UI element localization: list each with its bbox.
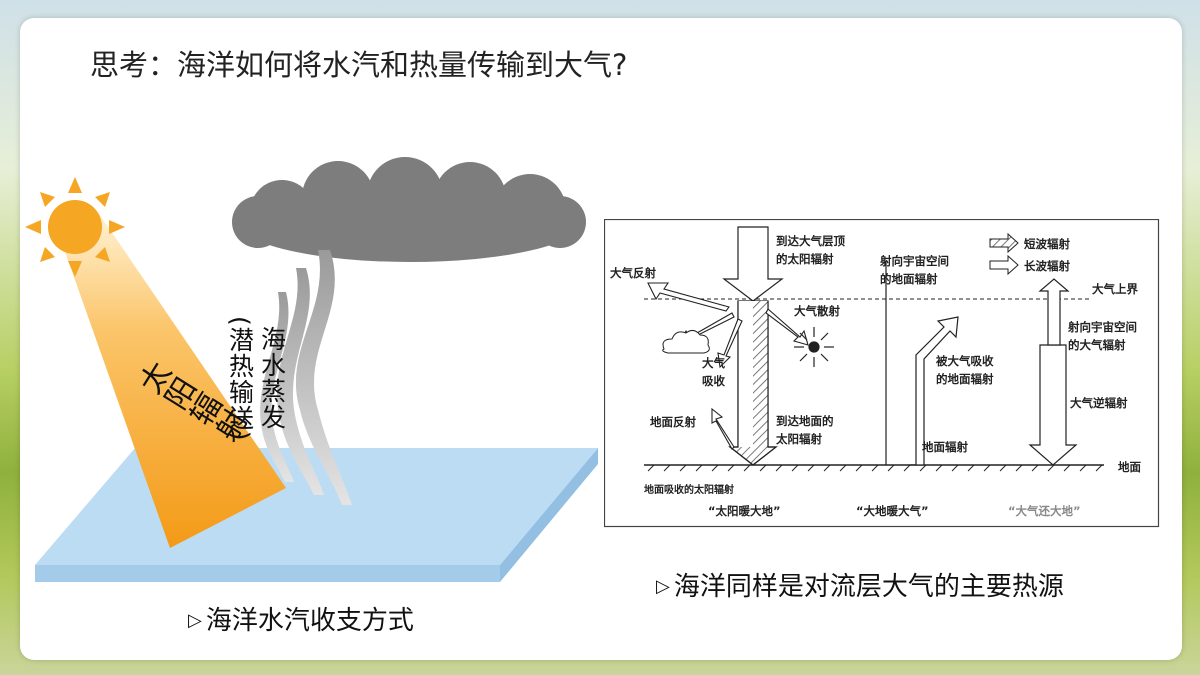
label-ground-absorb: 地面吸收的太阳辐射 [644,483,734,496]
latent-heat-label: (潜热输送) [226,316,255,442]
heat-balance-diagram: 到达大气层顶 的太阳辐射 射向宇宙空间 的地面辐射 短波辐射 长波辐射 大气反射… [604,219,1160,528]
label-counter: 大气逆辐射 [1070,396,1128,410]
ocean-slab [35,448,598,582]
label-atm-absorb-2: 吸收 [702,374,725,388]
triangle-bullet-icon: ▷ [656,576,670,597]
label-absorbed-ground-1: 被大气吸收 [936,354,994,368]
ground-radiation-arrow [885,261,959,466]
right-caption: ▷海洋同样是对流层大气的主要热源 [656,566,1064,603]
small-cloud-icon [662,329,710,354]
left-caption: ▷海洋水汽收支方式 [188,600,414,637]
left-caption-text: 海洋水汽收支方式 [205,606,414,636]
solar-radiation-arrow [722,226,784,466]
label-ground-solar-2: 太阳辐射 [775,432,822,446]
label-earth-warms: “大地暖大气” [856,504,929,518]
label-absorbed-ground-2: 的地面辐射 [936,372,994,386]
label-ground-reflect: 地面反射 [650,415,696,429]
label-ground: 地面 [1118,460,1141,474]
triangle-bullet-icon: ▷ [188,610,202,631]
legend-short-wave-icon [989,232,1019,254]
counter-radiation-arrow [1028,278,1078,466]
legend-long-wave-icon [989,254,1019,276]
label-ground-solar-1: 到达地面的 [776,414,834,428]
label-space-atm-2: 的大气辐射 [1068,338,1126,352]
page-title: 思考：海洋如何将水汽和热量传输到大气? [90,48,628,82]
label-space-atm-1: 射向宇宙空间 [1067,320,1137,334]
evaporation-label: 海水蒸发 [258,326,287,430]
scatter-sun-icon [794,327,834,367]
label-atm-absorb-1: 大气 [702,356,725,370]
label-atm-scatter: 大气散射 [794,304,840,318]
label-atm-reflect: 大气反射 [610,266,656,280]
sun-icon [25,177,125,277]
label-top-solar-1: 到达大气层顶 [776,234,845,248]
right-caption-text: 海洋同样是对流层大气的主要热源 [673,572,1064,602]
label-long-wave: 长波辐射 [1024,259,1070,273]
cloud-icon [232,157,586,262]
label-short-wave: 短波辐射 [1024,237,1070,251]
label-space-ground-1: 射向宇宙空间 [879,254,949,268]
solar-beam [58,212,286,548]
ground-hatch [647,464,1103,472]
label-space-ground-2: 的地面辐射 [880,272,938,286]
label-sun-warms: “太阳暖大地” [708,504,781,518]
label-top-solar-2: 的太阳辐射 [776,252,834,266]
label-atm-upper: 大气上界 [1092,282,1138,296]
label-atm-returns: “大气还大地” [1008,504,1081,518]
ocean-evaporation-illustration: 太阳辐射 海水蒸发 (潜热输送) [25,157,598,582]
evaporation-wisps [260,250,352,505]
label-ground-rad: 地面辐射 [922,440,968,454]
